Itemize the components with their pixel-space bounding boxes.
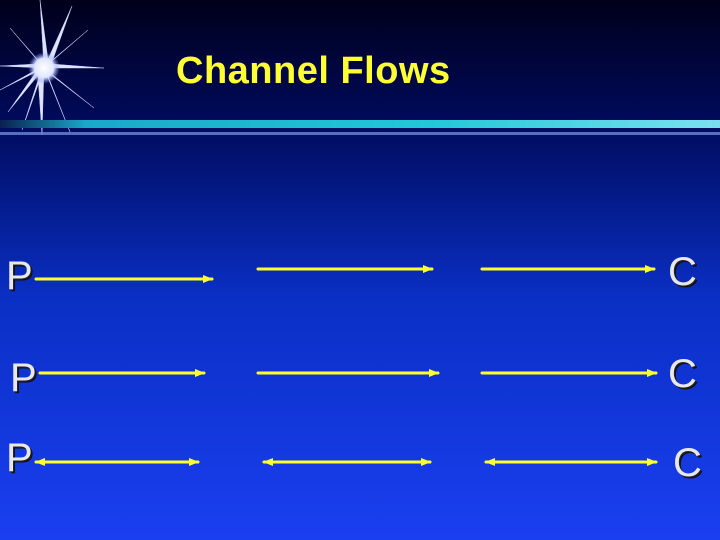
row-1-left-label: P	[6, 254, 33, 298]
row-2-right-label: C	[668, 352, 697, 396]
title-rule	[0, 120, 720, 135]
row-1-right-label: C	[668, 250, 697, 294]
row-3-right-label: C	[673, 441, 702, 485]
starburst-icon	[0, 0, 105, 135]
row-2-left-label: P	[10, 356, 37, 400]
row-3-left-label: P	[6, 436, 33, 480]
slide-title: Channel Flows	[176, 50, 451, 92]
